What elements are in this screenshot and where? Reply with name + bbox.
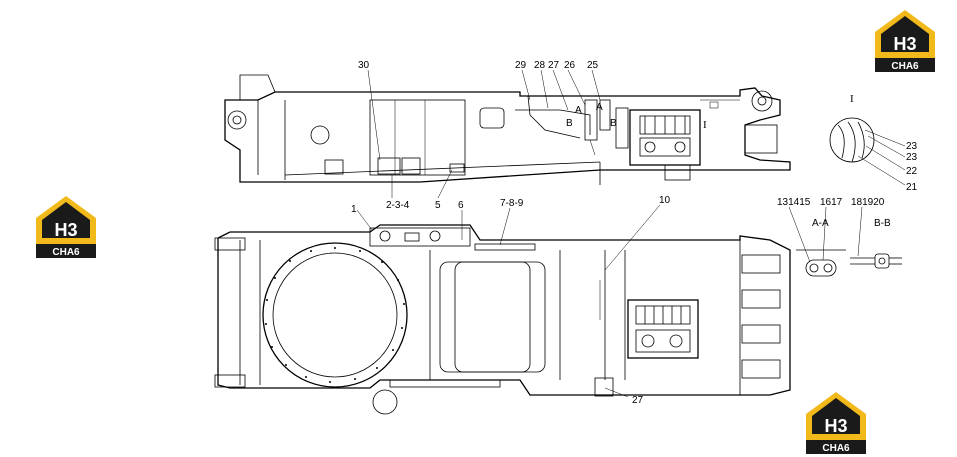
- callout-2-3-4: 2-3-4: [386, 200, 410, 211]
- engine-side: [615, 107, 701, 181]
- callout-18-19-20: 181920: [851, 197, 885, 208]
- logo-bottom-text: CHA6: [822, 443, 850, 454]
- callout-30: 30: [358, 60, 370, 71]
- callout-28: 28: [534, 60, 546, 71]
- callout-29: 29: [515, 60, 527, 71]
- callout-22: 22: [906, 166, 918, 177]
- callout-7-8-9: 7-8-9: [500, 198, 524, 209]
- callout-27: 27: [548, 60, 560, 71]
- logo-top-text: H3: [54, 220, 77, 240]
- brand-logo-top-right: H3 CHA6: [875, 10, 935, 72]
- section-mark-a1: A: [575, 105, 582, 116]
- callout-26: 26: [564, 60, 576, 71]
- section-mark-b2: B: [610, 118, 617, 129]
- detail-I-title: I: [850, 93, 854, 105]
- logo-bottom-text: CHA6: [52, 247, 80, 258]
- callout-23b: 23: [906, 152, 918, 163]
- section-BB-title: B-B: [874, 218, 891, 229]
- side-view-frame: [224, 74, 791, 185]
- plan-view-chassis: [214, 224, 791, 415]
- detail-mark-engine: I: [703, 119, 707, 131]
- callout-10: 10: [659, 195, 671, 206]
- brand-logo-bottom-right: H3 CHA6: [806, 392, 866, 454]
- logo-top-text: H3: [824, 416, 847, 436]
- detail-I: [829, 117, 906, 186]
- callout-1: 1: [351, 204, 357, 215]
- logo-top-text: H3: [893, 34, 916, 54]
- callout-23a: 23: [906, 141, 918, 152]
- callout-25: 25: [587, 60, 599, 71]
- section-BB: [850, 206, 902, 269]
- section-mark-b1: B: [566, 118, 573, 129]
- callout-6: 6: [458, 200, 464, 211]
- leader-lines: [356, 69, 661, 398]
- engine-plan: [627, 299, 699, 359]
- brand-logo-left: H3 CHA6: [36, 196, 96, 258]
- section-mark-a2: A: [596, 102, 603, 113]
- section-AA: [788, 206, 846, 277]
- callout-16-17: 1617: [820, 197, 843, 208]
- ring-bolts: [265, 247, 405, 383]
- callout-5: 5: [435, 200, 441, 211]
- callout-labels: 30 29 28 27 26 25 A A B B I 2-3-4 5 1 6 …: [351, 60, 918, 406]
- section-AA-title: A-A: [812, 218, 829, 229]
- callout-21: 21: [906, 182, 918, 193]
- callout-13-14-15: 131415: [777, 197, 811, 208]
- logo-bottom-text: CHA6: [891, 61, 919, 72]
- callout-27-bottom: 27: [632, 395, 644, 406]
